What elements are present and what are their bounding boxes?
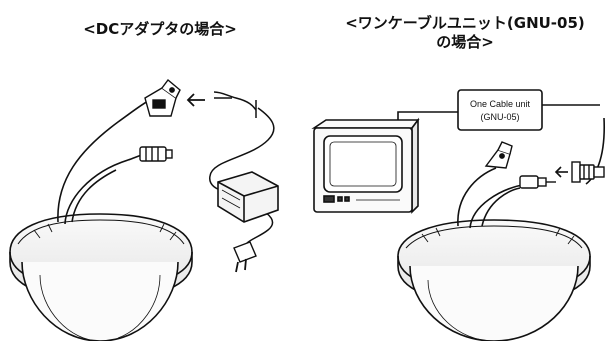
- dc-adapter-icon: [217, 171, 279, 223]
- dc-adapter-wire: [209, 91, 275, 249]
- dc-adapter-caption: <DCアダプタの場合>: [83, 20, 237, 38]
- dome-camera-icon: [397, 219, 591, 341]
- one-cable-unit-caption-line1: <ワンケーブルユニット(GNU-05): [345, 14, 585, 32]
- dc-jack-icon: [484, 141, 513, 169]
- camera-cables: [57, 99, 151, 225]
- bnc-connector-icon: [571, 161, 605, 183]
- dome-camera-icon: [9, 213, 193, 341]
- dc-jack-icon: [144, 78, 181, 117]
- one-cable-unit-name: One Cable unit: [470, 99, 531, 109]
- camera-cables: [457, 167, 529, 229]
- arrow-left-icon: [554, 166, 568, 178]
- cable-plug-icon: [139, 146, 173, 162]
- one-cable-unit-caption: <ワンケーブルユニット(GNU-05) の場合>: [335, 14, 595, 52]
- one-cable-unit-box: One Cable unit (GNU-05): [457, 89, 543, 131]
- monitor-icon: [311, 117, 420, 214]
- ac-plug-icon: [233, 241, 257, 273]
- one-cable-unit-model: (GNU-05): [480, 112, 519, 122]
- one-cable-unit-caption-line2: の場合>: [436, 33, 494, 51]
- arrow-left-icon: [186, 93, 205, 107]
- bnc-connector-icon: [519, 175, 556, 189]
